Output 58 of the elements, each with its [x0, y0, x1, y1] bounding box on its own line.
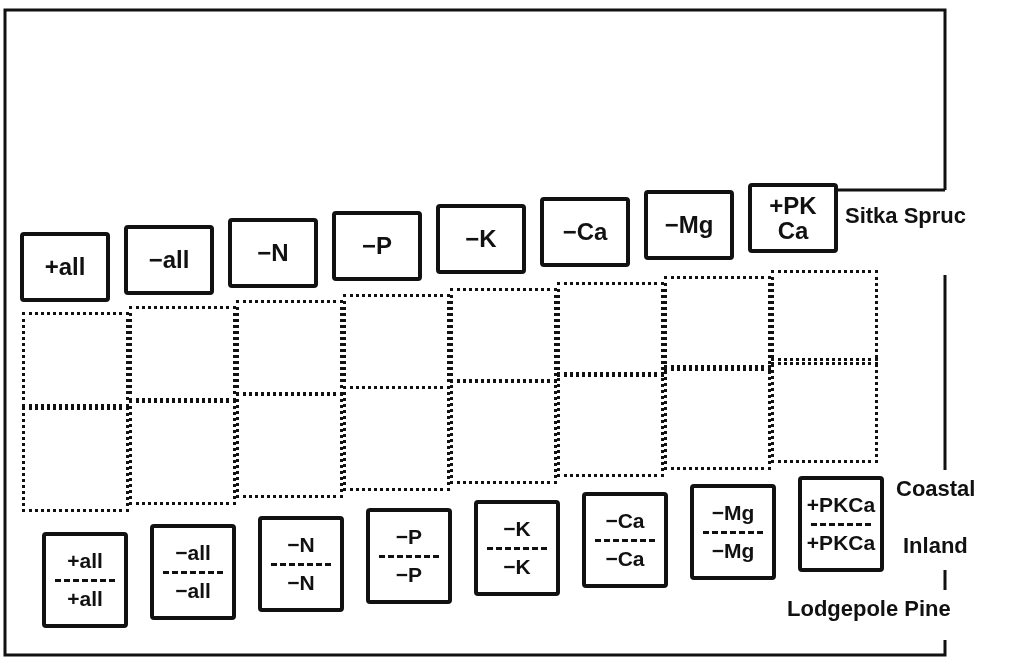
plot-box: [124, 225, 214, 295]
row-label: Coastal: [896, 476, 976, 502]
row-label: Sitka Spruc: [845, 203, 967, 229]
treatment-label: −all: [175, 579, 211, 602]
dotted-plot-box: [557, 372, 664, 477]
treatment-label: +PKCa: [806, 531, 876, 554]
plot-box: [474, 500, 560, 596]
plot-box: [582, 492, 668, 588]
dotted-plot-box: [557, 282, 664, 377]
treatment-label: −all: [175, 542, 211, 565]
plot-box: [366, 508, 452, 604]
treatment-label: −P: [362, 233, 392, 259]
treatment-label: +all: [67, 587, 103, 610]
treatment-label: +PKCa: [806, 494, 876, 517]
dotted-plot-box: [129, 306, 236, 401]
dotted-plot-box: [771, 270, 878, 365]
treatment-label: −P: [395, 563, 423, 586]
dotted-plot-box: [450, 379, 557, 484]
treatment-label: −N: [287, 534, 315, 557]
row-label: Inland: [903, 533, 968, 559]
treatment-label: −Mg: [711, 502, 755, 525]
plot-box: [540, 197, 630, 267]
treatment-label: −Ca: [605, 547, 645, 570]
plot-box: [644, 190, 734, 260]
plot-box: [228, 218, 318, 288]
treatment-label: −Mg: [711, 539, 755, 562]
treatment-label: +all: [67, 550, 103, 573]
dotted-plot-box: [450, 288, 557, 383]
dotted-plot-box: [22, 312, 129, 407]
treatment-label: −P: [395, 526, 423, 549]
plot-box: [798, 476, 884, 572]
treatment-label: −K: [503, 555, 531, 578]
plot-box: [436, 204, 526, 274]
treatment-label: +PK Ca: [768, 192, 818, 244]
dotted-plot-box: [771, 358, 878, 463]
treatment-label: −Mg: [664, 212, 714, 238]
plot-box: [332, 211, 422, 281]
dotted-plot-box: [236, 393, 343, 498]
plot-box: [748, 183, 838, 253]
plot-box: [42, 532, 128, 628]
treatment-label: +all: [44, 254, 86, 280]
treatment-label: −Ca: [605, 510, 645, 533]
row-label: Lodgepole Pine: [787, 596, 951, 622]
treatment-label: −Ca: [562, 219, 608, 245]
plot-box: [20, 232, 110, 302]
dotted-plot-box: [664, 276, 771, 371]
treatment-label: −K: [503, 518, 531, 541]
dotted-plot-box: [664, 365, 771, 470]
dotted-plot-box: [22, 407, 129, 512]
dotted-plot-box: [236, 300, 343, 395]
plot-box: [150, 524, 236, 620]
plot-box: [690, 484, 776, 580]
dotted-plot-box: [129, 400, 236, 505]
treatment-label: −K: [465, 226, 497, 252]
plot-box: [258, 516, 344, 612]
treatment-label: −N: [287, 571, 315, 594]
treatment-label: −N: [257, 240, 289, 266]
treatment-label: −all: [148, 247, 190, 273]
